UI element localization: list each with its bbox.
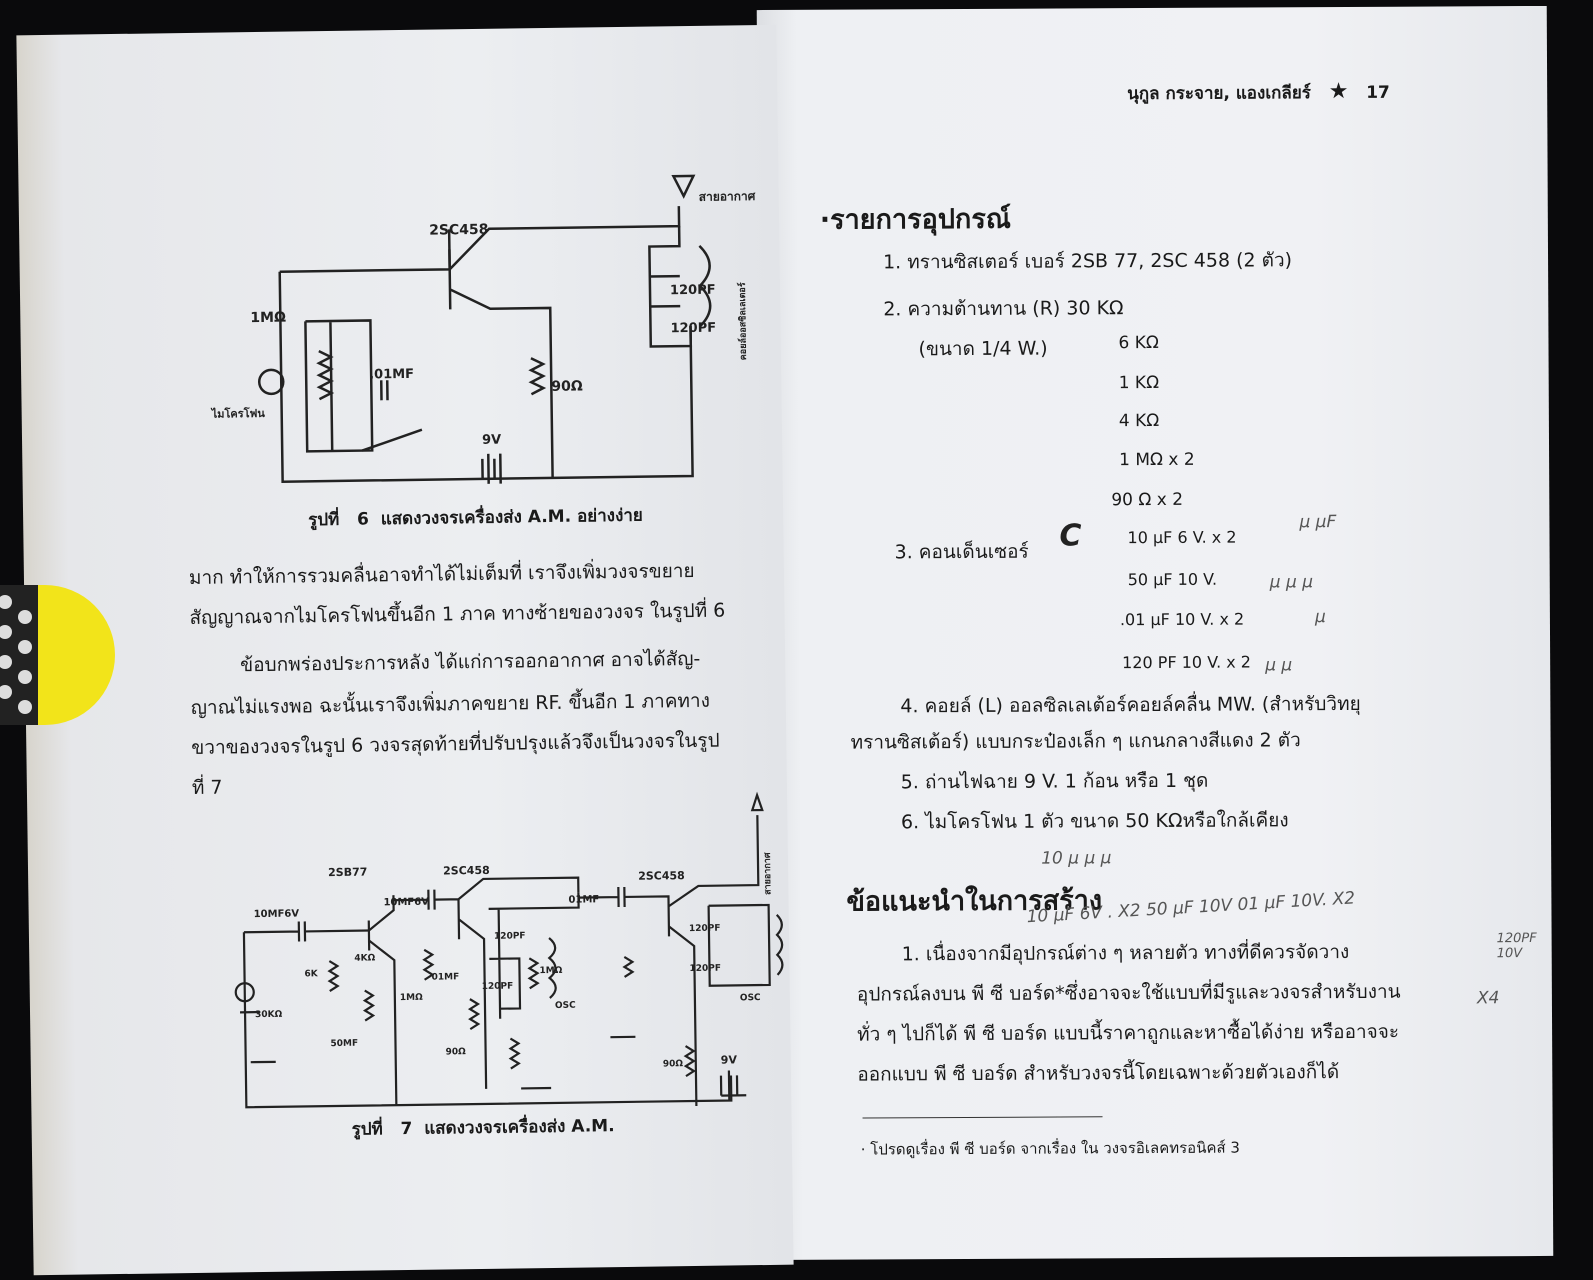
resistor-value: 6 KΩ xyxy=(1118,332,1159,354)
fig6-coil-label: คอยล์ออสซิลเลเตอร์ xyxy=(736,282,749,360)
handwritten-note: μ μ xyxy=(1265,655,1293,676)
paragraph-line: ขวาของวงจรในรูป 6 วงจรสุดท้ายที่ปรับปรุง… xyxy=(191,729,720,759)
handwritten-note: μ μF xyxy=(1299,512,1337,533)
handwritten-note: 120PF 10V xyxy=(1496,931,1537,962)
figure-7-caption: รูปที่ 7 แสดงวงจรเครื่องส่ง A.M. xyxy=(351,1116,615,1140)
handwritten-note: 10 μ μ μ xyxy=(1041,848,1112,869)
fig7-r3-label: 4KΩ xyxy=(354,953,375,963)
fig7-c2-label: 10MF6V xyxy=(383,897,429,909)
fig7-osc2-label: OSC xyxy=(740,993,761,1003)
fig7-c8-label: 50MF xyxy=(330,1039,358,1049)
paragraph-line: มาก ทำให้การรวมคลื่นอาจทำได้ไม่เต็มที่ เ… xyxy=(188,559,695,590)
fig6-mic-label: ไมโครโฟน xyxy=(210,406,266,421)
advice-line: อุปกรณ์ลงบน พี ซี บอร์ด*ซึ่งอาจจะใช้แบบท… xyxy=(856,980,1401,1006)
parts-item-5: 5. ถ่านไฟฉาย 9 V. 1 ก้อน หรือ 1 ชุด xyxy=(900,769,1209,794)
fig6-c2-label: 120PF xyxy=(670,283,716,299)
fig7-r4-label: 1MΩ xyxy=(400,993,423,1003)
paragraph-line: ข้อบกพร่องประการหลัง ได้แก่การออกอากาศ อ… xyxy=(240,647,701,677)
capacitor-value: 10 μF 6 V. x 2 xyxy=(1127,527,1237,548)
fig7-c7-label: 120PF xyxy=(689,964,721,974)
parts-heading: ·รายการอุปกรณ์ xyxy=(819,203,1011,236)
fig7-c3-label: 01MF xyxy=(568,894,599,905)
fig7-r2-label: 6K xyxy=(304,969,318,979)
handwritten-note: C xyxy=(1059,518,1082,554)
fig7-c5-label: 120PF xyxy=(482,982,514,992)
star-icon: ★ xyxy=(1328,78,1349,105)
figure-6-caption: รูปที่ 6 แสดงวงจรเครื่องส่ง A.M. อย่างง่… xyxy=(308,505,643,531)
yellow-bookmark-clip xyxy=(0,585,115,725)
advice-line: ออกแบบ พี ซี บอร์ด สำหรับวงจรนี้โดยเฉพาะ… xyxy=(857,1061,1340,1086)
fig7-q3-label: 2SC458 xyxy=(638,869,685,883)
parts-item-6: 6. ไมโครโฟน 1 ตัว ขนาด 50 KΩหรือใกล้เคีย… xyxy=(900,809,1289,834)
fig6-battery-label: 9V xyxy=(482,433,501,448)
fig7-osc1-label: OSC xyxy=(555,1001,576,1011)
fig6-c1-label: .01MF xyxy=(369,367,414,383)
running-header: นุกูล กระจาย, แองเกลียร์ ★ 17 xyxy=(1127,78,1390,105)
right-page: นุกูล กระจาย, แองเกลียร์ ★ 17 ·รายการอุป… xyxy=(756,5,1554,1261)
fig7-r1-label: 30KΩ xyxy=(255,1010,283,1020)
parts-item-3: 3. คอนเด็นเซอร์ xyxy=(894,540,1029,564)
handwritten-note: μ xyxy=(1314,607,1326,628)
resistor-size-note: (ขนาด 1/4 W.) xyxy=(918,337,1048,361)
capacitor-value: .01 μF 10 V. x 2 xyxy=(1119,609,1245,630)
parts-item-2: 2. ความต้านทาน (R) 30 KΩ xyxy=(883,297,1124,321)
fig6-r2-label: 90Ω xyxy=(551,378,583,394)
handwritten-note: X4 xyxy=(1476,988,1500,1009)
resistor-value: 1 KΩ xyxy=(1118,372,1160,394)
figure-6-circuit: 2SC458 สายอากาศ 1MΩ .01MF ไมโครโฟน 120PF… xyxy=(210,174,756,484)
fig6-r1-label: 1MΩ xyxy=(250,310,286,326)
fig6-c3-label: 120PF xyxy=(670,321,716,337)
fig7-q2-label: 2SC458 xyxy=(443,864,490,878)
fig7-c1-label: 10MF6V xyxy=(254,909,300,921)
fig7-r5-label: 1MΩ xyxy=(539,966,562,976)
advice-line: ทั่ว ๆ ไปก็ได้ พี ซี บอร์ด แบบนี้ราคาถูก… xyxy=(857,1020,1400,1046)
page-number: 17 xyxy=(1366,82,1390,103)
parts-item-4: 4. คอยล์ (L) ออลซิลเลเต้อร์คอยล์คลื่น MW… xyxy=(900,692,1361,718)
resistor-value: 1 MΩ x 2 xyxy=(1119,449,1195,471)
fig6-antenna-label: สายอากาศ xyxy=(699,189,756,204)
capacitor-value: 120 PF 10 V. x 2 xyxy=(1122,652,1251,673)
footnote: · โปรดดูเรื่อง พี ซี บอร์ด จากเรื่อง ใน … xyxy=(860,1138,1240,1159)
figure-7-circuit: 2SB77 2SC458 2SC458 10MF6V 10MF6V 01MF 1… xyxy=(234,791,784,1109)
resistor-value: 90 Ω x 2 xyxy=(1111,489,1184,511)
fig6-transistor-label: 2SC458 xyxy=(429,222,489,239)
capacitor-value: 50 μF 10 V. xyxy=(1127,569,1218,590)
fig7-c9-label: 01MF xyxy=(432,972,460,982)
fig7-battery-label: 9V xyxy=(721,1053,738,1066)
left-page: 2SC458 สายอากาศ 1MΩ .01MF ไมโครโฟน 120PF… xyxy=(16,24,794,1276)
paragraph-line: สัญญาณจากไมโครโฟนขึ้นอีก 1 ภาค ทางซ้ายขอ… xyxy=(189,599,726,630)
paragraph-line: ที่ 7 xyxy=(191,776,223,799)
resistor-value: 4 KΩ xyxy=(1118,410,1160,432)
fig7-c4-label: 120PF xyxy=(494,931,526,941)
advice-line: 1. เนื่องจากมีอุปกรณ์ต่าง ๆ หลายตัว ทางท… xyxy=(901,940,1350,966)
handwritten-note: μ μ μ xyxy=(1269,572,1314,593)
fig7-r6-label: 90Ω xyxy=(446,1047,467,1057)
parts-item-1: 1. ทรานซิสเตอร์ เบอร์ 2SB 77, 2SC 458 (2… xyxy=(882,249,1293,274)
fig7-q1-label: 2SB77 xyxy=(328,866,367,880)
parts-item-4-continued: ทรานซิสเต้อร์) แบบกระป๋องเล็ก ๆ แกนกลางส… xyxy=(850,729,1301,754)
fig7-c6-label: 120PF xyxy=(689,924,721,934)
fig7-antenna-label: สายอากาศ xyxy=(763,852,774,895)
paragraph-line: ญาณไม่แรงพอ ฉะนั้นเราจึงเพิ่มภาคขยาย RF.… xyxy=(190,689,711,719)
footnote-divider xyxy=(862,1116,1103,1119)
fig7-r7-label: 90Ω xyxy=(663,1059,684,1069)
